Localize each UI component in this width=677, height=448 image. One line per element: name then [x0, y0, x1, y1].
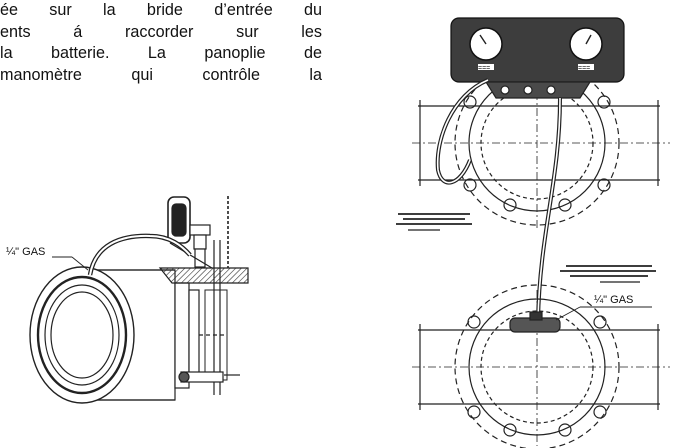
paragraph-line: manomètre qui contrôle la [0, 65, 322, 84]
left-gas-label: ¼" GAS [6, 246, 45, 258]
right-gas-label: ¼" GAS [594, 294, 633, 306]
right-gauge-tag: === [578, 65, 590, 72]
left-gauge-tag: === [478, 65, 490, 72]
body-paragraph: ée sur la bride d’entrée du ents á racco… [0, 0, 322, 86]
paragraph-line: la batterie. La panoplie de [0, 44, 322, 62]
paragraph-line: ée sur la bride d’entrée du [0, 1, 322, 19]
right-figure-battery-assembly [396, 17, 670, 448]
paragraph-line: ents á raccorder sur les [0, 22, 322, 41]
left-figure-flange-detail [29, 196, 249, 404]
